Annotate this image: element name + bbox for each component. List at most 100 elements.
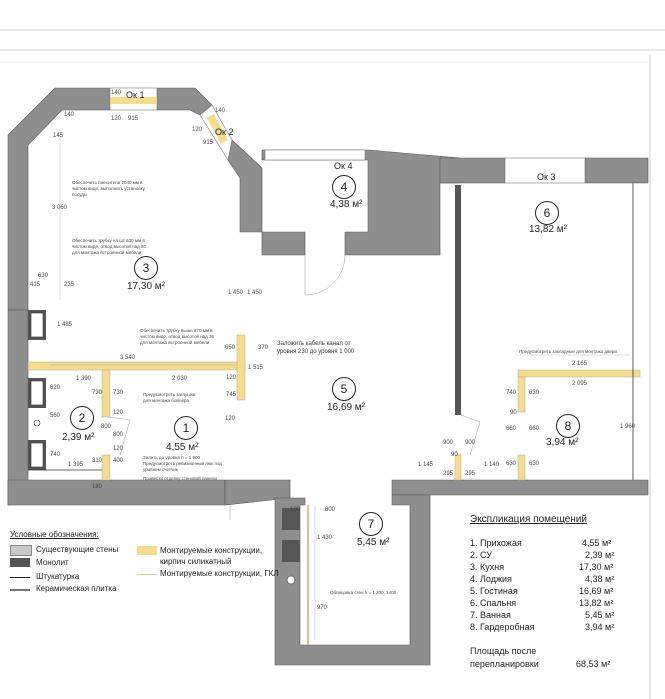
gkl-line-swatch [137, 574, 157, 575]
dim: 915 [128, 116, 139, 122]
room-area: 13,82 м² [579, 598, 614, 608]
room-area-2: 2,39 м² [62, 432, 95, 443]
dim: 295 [465, 471, 476, 477]
note-kitchen-b: Обеспечить трубку на шт 630 мм в чистом … [72, 238, 147, 255]
dim: 370 [258, 345, 269, 351]
dim: 145 [53, 133, 64, 139]
explication-title: Экспликация помещений [470, 514, 587, 525]
room-number-7: 7 [359, 512, 383, 536]
window-label-ok4: Ок 4 [334, 161, 353, 171]
dim: 915 [203, 140, 214, 146]
room-area: 2,39 м² [585, 550, 615, 560]
room-area: 5,45 м² [585, 610, 615, 620]
tile-line-swatch [10, 589, 30, 591]
room-number-3: 3 [134, 256, 158, 280]
legend-title: Условные обозначения: [10, 530, 99, 539]
room-area-3: 17,30 м² [127, 281, 166, 292]
dim: 1 515 [248, 365, 264, 371]
room-name: 2. СУ [470, 550, 492, 560]
dim: 630 [38, 273, 49, 279]
total-label-1: Площадь после [470, 646, 537, 656]
dim: 1 140 [484, 462, 500, 468]
door-swings [109, 254, 481, 520]
dim: 120 [192, 127, 203, 133]
note-hall-c: Провести отделку стеновой панели [143, 476, 217, 481]
dim: 120 [111, 116, 122, 122]
legend-monolith: Монолит [36, 558, 69, 567]
room-area-4: 4,38 м² [330, 199, 363, 210]
legend-tile: Керамическая плитка [36, 584, 117, 593]
window-label-ok2: Ок 2 [215, 127, 234, 137]
dim: 1 395 [68, 462, 84, 468]
room-name: 5. Гостиная [470, 586, 518, 596]
room-area: 4,38 м² [585, 574, 615, 584]
window-label-ok1: Ок 1 [126, 90, 145, 100]
dim: 630 [506, 461, 517, 467]
dim: 1 430 [317, 535, 333, 541]
dim: 415 [30, 282, 41, 288]
dim: 740 [50, 452, 61, 458]
room-area-6: 13,82 м² [529, 224, 568, 235]
explication-row: 5. Гостиная 16,69 м² [470, 586, 620, 597]
explication-row: 4. Лоджия 4,38 м² [470, 574, 620, 585]
dim: 1 145 [418, 462, 434, 468]
dim: 800 [325, 507, 336, 513]
dim: 1 390 [76, 376, 92, 382]
dim: 900 [465, 440, 476, 446]
explication-row: 2. СУ 2,39 м² [470, 550, 620, 561]
note-kitchen-c: Обеспечить трубку выше 870 мм в чистом в… [140, 328, 215, 345]
room-name: 3. Кухня [470, 562, 505, 572]
dim: 800 [101, 424, 112, 430]
note-hall-b: Залить до уровня h = 1 900 Предусмотреть… [143, 455, 222, 472]
dim: 400 [113, 458, 124, 464]
dim: 90 [451, 452, 458, 458]
room-name: 8. Гардеробная [470, 622, 535, 632]
dim: 140 [215, 108, 226, 114]
brick-swatch [137, 546, 157, 555]
room-area-5: 16,69 м² [327, 402, 366, 413]
legend-gkl: Монтируемые конструкции, ГКЛ [160, 569, 279, 578]
dim: 120 [226, 375, 237, 381]
monolith-swatch [10, 558, 30, 567]
dim: 1 450 [247, 290, 263, 296]
room-number-2: 2 [70, 406, 94, 430]
dim: 620 [50, 385, 61, 391]
dim: 2 165 [572, 361, 588, 367]
dim: 310 [92, 458, 103, 464]
window-glazing [110, 97, 228, 144]
dim: 3 540 [120, 355, 136, 361]
dim: 140 [111, 90, 122, 96]
legend-existing: Существующие стены [36, 545, 119, 554]
dim: 660 [506, 426, 517, 432]
room-name: 4. Лоджия [470, 574, 512, 584]
dim: 730 [113, 390, 124, 396]
dim: 120 [113, 446, 124, 452]
new-brick-walls [27, 334, 641, 481]
room-area: 3,94 м² [585, 622, 615, 632]
explication-row: 1. Прихожая 4,55 м² [470, 538, 620, 549]
dim: 630 [529, 390, 540, 396]
dim: 180 [290, 507, 301, 513]
window-label-ok3: Ок 3 [537, 172, 556, 182]
room-area-7: 5,45 м² [357, 537, 390, 548]
dim: 650 [225, 345, 236, 351]
dim: 660 [529, 426, 540, 432]
room-name: 6. Спальня [470, 598, 517, 608]
dim: 120 [225, 416, 236, 422]
dim: 1 450 [228, 290, 244, 296]
room-area: 17,30 м² [579, 562, 614, 572]
room-area: 16,69 м² [579, 586, 614, 596]
room-area: 4,55 м² [582, 538, 612, 548]
legend-brick: Монтируемые конструкции, кирпич силикатн… [160, 546, 263, 566]
note-kitchen-a: Обеспечить смесители 2040 мм в чистом ви… [72, 180, 145, 197]
room-area-8: 3,94 м² [546, 437, 579, 448]
room-name: 1. Прихожая [470, 538, 522, 548]
dim: 3 060 [52, 205, 68, 211]
dim: 295 [443, 471, 454, 477]
total-area: 68,53 м² [576, 659, 611, 669]
total-label-2: перепланировки [470, 659, 539, 669]
dim: 800 [113, 432, 124, 438]
dim: 900 [443, 440, 454, 446]
